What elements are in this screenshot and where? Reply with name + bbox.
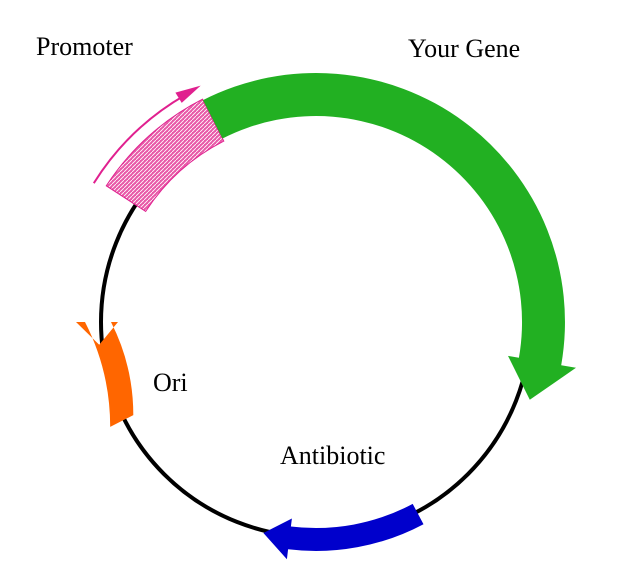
promoter-direction-arrow [92, 94, 186, 184]
promoter-label: Promoter [36, 32, 133, 61]
your-gene-label: Your Gene [408, 34, 521, 63]
promoter-segment [105, 98, 225, 213]
antibiotic-segment [263, 503, 424, 560]
your-gene-segment [203, 72, 576, 400]
ori-label: Ori [153, 368, 188, 397]
ori-segment [76, 322, 134, 427]
antibiotic-label: Antibiotic [280, 441, 386, 470]
promoter-arrowhead [175, 85, 201, 103]
